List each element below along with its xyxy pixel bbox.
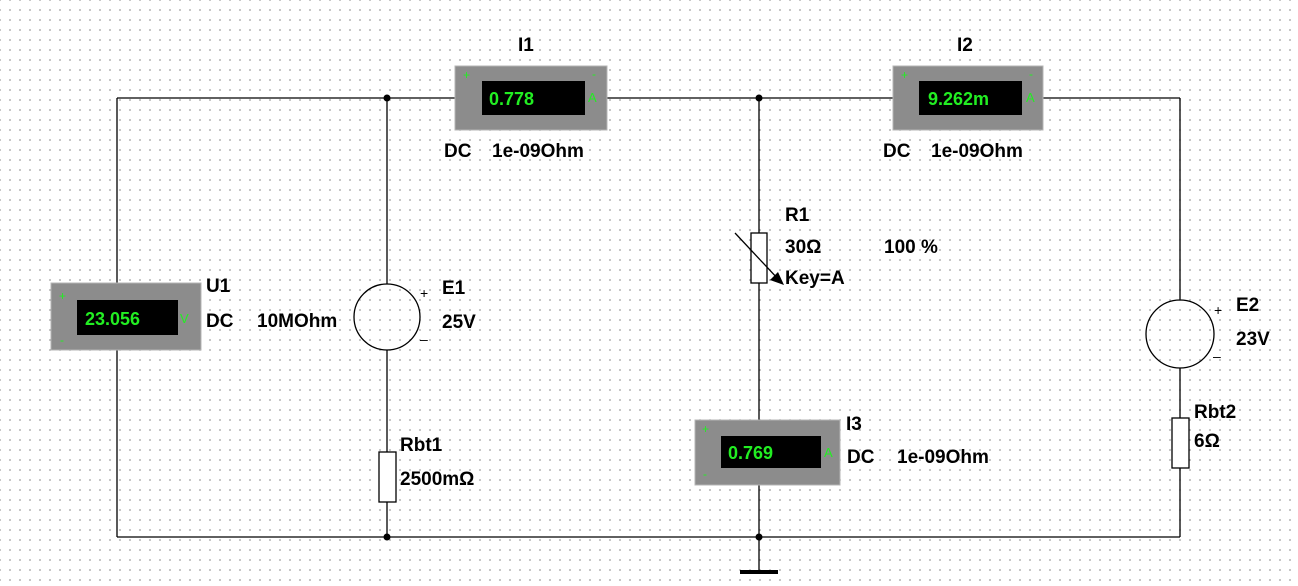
meter-label: I3	[846, 414, 862, 435]
wires	[116, 97, 1181, 570]
meter-unit: A	[1026, 90, 1035, 105]
meter-plus-terminal: +	[59, 289, 66, 303]
junction-dot	[383, 94, 391, 102]
meter-label: U1	[206, 276, 231, 297]
meter-reading: 9.262m	[928, 89, 989, 109]
resistor-value: 2500mΩ	[400, 469, 474, 490]
variable-resistor-r1[interactable]: R1 30Ω 100 % Key=A	[734, 205, 938, 289]
ammeter-i1[interactable]: 0.778 A + - I1 DC 1e-09Ohm	[444, 35, 608, 162]
meter-plus-terminal: +	[463, 68, 470, 82]
meter-resistance: 10MOhm	[257, 311, 337, 332]
meter-mode: DC	[847, 447, 875, 468]
source-value: 25V	[442, 312, 476, 333]
source-value: 23V	[1236, 329, 1270, 350]
resistor-value: 6Ω	[1194, 431, 1220, 452]
resistor-label: R1	[785, 205, 810, 226]
meter-mode: DC	[206, 311, 234, 332]
junction-dot	[755, 533, 763, 541]
meter-resistance: 1e-09Ohm	[492, 141, 584, 162]
meter-label: I2	[957, 35, 973, 56]
resistor-rbt2[interactable]: Rbt2 6Ω	[1171, 402, 1236, 469]
meter-display	[721, 436, 821, 468]
resistor-label: Rbt2	[1194, 402, 1236, 423]
meter-unit: A	[824, 445, 833, 460]
voltage-source-e1[interactable]: + – E1 25V	[353, 278, 476, 351]
voltage-source-e2[interactable]: + – E2 23V	[1145, 295, 1270, 369]
meter-label: I1	[518, 35, 534, 56]
source-minus-sign: –	[1213, 348, 1221, 364]
resistor-percent: 100 %	[884, 237, 938, 258]
resistor-body	[378, 451, 397, 503]
source-plus-sign: +	[420, 285, 428, 301]
meter-mode: DC	[444, 141, 472, 162]
variable-arrow-head	[770, 272, 784, 285]
meter-reading: 0.778	[489, 89, 534, 109]
meter-mode: DC	[883, 141, 911, 162]
meter-unit: A	[588, 90, 597, 105]
meter-reading: 0.769	[728, 443, 773, 463]
voltmeter-u1[interactable]: 23.056 V + - U1 DC 10MOhm	[50, 276, 337, 351]
resistor-value: 30Ω	[785, 237, 821, 258]
resistor-rbt1[interactable]: Rbt1 2500mΩ	[378, 435, 474, 503]
ammeter-i3[interactable]: 0.769 A + - I3 DC 1e-09Ohm	[694, 414, 989, 486]
meter-resistance: 1e-09Ohm	[897, 447, 989, 468]
meter-unit: V	[180, 311, 189, 326]
junction-dot	[755, 94, 763, 102]
meter-display	[919, 81, 1022, 115]
meter-minus-terminal: -	[592, 67, 596, 81]
source-symbol	[1145, 299, 1215, 369]
resistor-label: Rbt1	[400, 435, 443, 456]
junction-dot	[383, 533, 391, 541]
meter-display	[482, 81, 585, 115]
variable-arrow	[734, 232, 780, 281]
meter-minus-terminal: -	[703, 467, 707, 481]
source-plus-sign: +	[1214, 302, 1222, 318]
source-minus-sign: –	[420, 331, 428, 347]
meter-display	[77, 300, 178, 335]
meter-reading: 23.056	[85, 309, 140, 329]
meter-plus-terminal: +	[901, 68, 908, 82]
meter-resistance: 1e-09Ohm	[931, 141, 1023, 162]
resistor-key: Key=A	[785, 268, 845, 289]
source-label: E1	[442, 278, 466, 299]
source-label: E2	[1236, 295, 1259, 316]
meter-minus-terminal: -	[1029, 67, 1033, 81]
ammeter-i2[interactable]: 9.262m A + - I2 DC 1e-09Ohm	[883, 35, 1044, 162]
resistor-body	[1171, 417, 1190, 469]
source-symbol	[353, 283, 421, 351]
meter-plus-terminal: +	[702, 422, 709, 436]
meter-minus-terminal: -	[60, 333, 64, 347]
